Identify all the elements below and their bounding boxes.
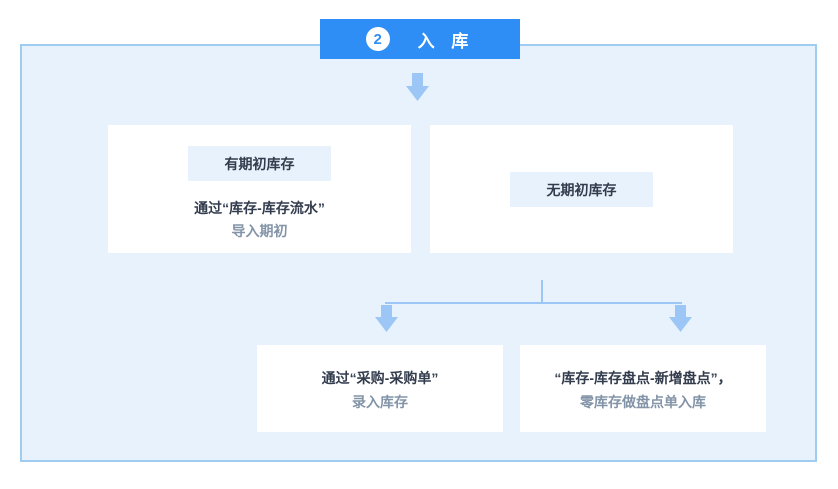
down-arrow-icon	[669, 305, 692, 332]
instruction-subtext: 录入库存	[352, 394, 408, 410]
step-title: 入 库	[417, 31, 475, 51]
no-opening-stock-label: 无期初库存	[510, 172, 653, 207]
instruction-text: 通过“库存-库存流水”	[194, 200, 325, 216]
opening-stock-label: 有期初库存	[188, 146, 331, 181]
instruction-text: 通过“采购-采购单”	[321, 370, 439, 386]
instruction-subtext: 零库存做盘点单入库	[580, 394, 706, 410]
instruction-text: “库存-库存盘点-新增盘点”，	[554, 370, 732, 386]
step-header: 2 入 库	[320, 19, 520, 59]
down-arrow-icon	[375, 305, 398, 332]
card-stocktake: “库存-库存盘点-新增盘点”， 零库存做盘点单入库	[520, 345, 766, 432]
instruction-subtext: 导入期初	[231, 223, 288, 239]
down-arrow-icon	[406, 73, 429, 101]
step-number-badge: 2	[365, 27, 390, 51]
card-with-opening-stock: 有期初库存 通过“库存-库存流水” 导入期初	[108, 125, 411, 253]
card-purchase-order: 通过“采购-采购单” 录入库存	[257, 345, 503, 432]
card-without-opening-stock: 无期初库存	[430, 125, 733, 253]
